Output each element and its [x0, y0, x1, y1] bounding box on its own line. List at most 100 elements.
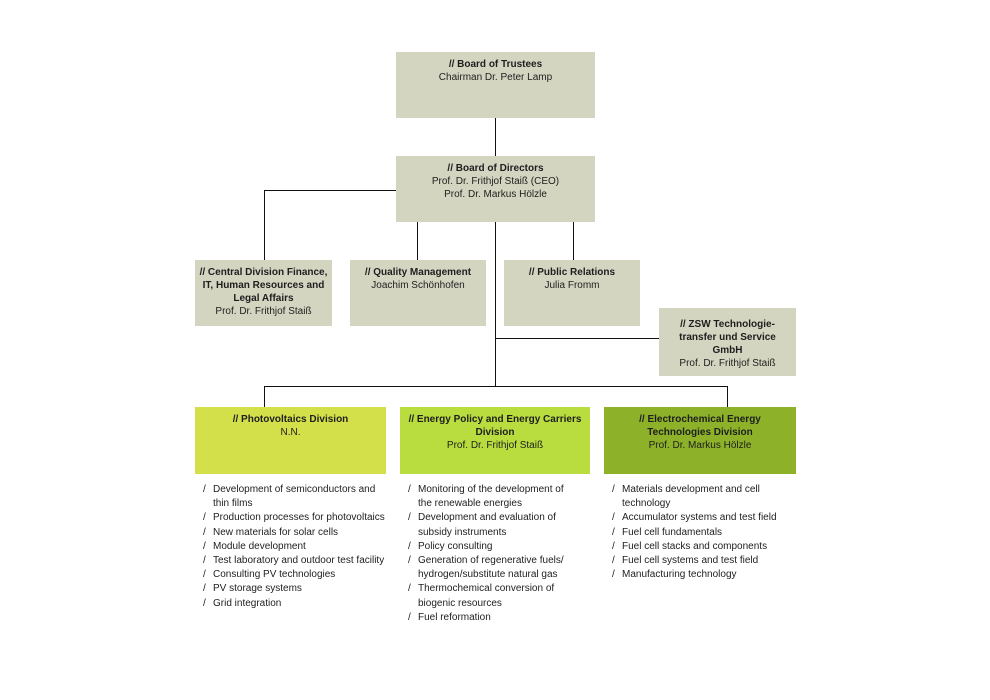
task-text: Fuel cell systems and test field	[622, 555, 759, 567]
task-text: New materials for solar cells	[213, 526, 339, 538]
electrochemical-task-list: / Materials development and cell technolo…	[612, 483, 787, 582]
connector-pr-v	[573, 222, 575, 260]
quality-management-box: // Quality Management Joachim Schönhofen	[350, 260, 486, 326]
public-relations-head: Julia Fromm	[544, 280, 600, 291]
task-item: / Module development	[203, 540, 393, 554]
task-item: / Thermochemical conversion of biogenic r…	[408, 582, 578, 610]
connector-zsw-h	[495, 338, 659, 340]
task-bullet-icon: /	[203, 555, 206, 567]
zsw-service-box: // ZSW Technologie-transfer und Service …	[659, 308, 796, 376]
task-item: / PV storage systems	[203, 582, 393, 596]
board-of-trustees-box: // Board of Trustees Chairman Dr. Peter …	[396, 52, 595, 118]
public-relations-title: // Public Relations	[528, 267, 616, 278]
connector-directors-main-trunk	[495, 222, 497, 387]
task-text: Thermochemical conversion of biogenic re…	[418, 583, 555, 609]
connector-quality-v	[417, 222, 419, 260]
task-text: Development and evaluation of subsidy in…	[418, 512, 556, 538]
task-item: / Consulting PV technologies	[203, 568, 393, 582]
task-item: / Fuel reformation	[408, 611, 578, 625]
task-bullet-icon: /	[203, 526, 206, 538]
task-bullet-icon: /	[612, 526, 615, 538]
task-text: Module development	[213, 540, 306, 552]
connector-trustees-directors	[495, 118, 497, 156]
board-of-directors-title: // Board of Directors	[447, 163, 544, 174]
board-of-trustees-title: // Board of Trustees	[448, 59, 543, 70]
task-bullet-icon: /	[203, 540, 206, 552]
task-item: / Development and evaluation of subsidy i…	[408, 511, 578, 539]
quality-management-head: Joachim Schönhofen	[371, 280, 465, 291]
connector-pv-v	[264, 386, 266, 407]
task-item: / New materials for solar cells	[203, 526, 393, 540]
task-bullet-icon: /	[203, 569, 206, 581]
task-item: / Fuel cell stacks and components	[612, 540, 787, 554]
task-text: Fuel reformation	[418, 611, 491, 623]
task-bullet-icon: /	[612, 540, 615, 552]
connector-directors-central-h	[264, 190, 396, 192]
task-bullet-icon: /	[612, 484, 615, 495]
task-text: Fuel cell stacks and components	[622, 540, 768, 552]
electrochemical-division-box: // Electrochemical Energy Technologies D…	[604, 407, 796, 474]
task-item: / Production processes for photovoltaics	[203, 511, 393, 525]
task-bullet-icon: /	[408, 611, 411, 623]
board-of-trustees-chairman: Chairman Dr. Peter Lamp	[438, 72, 553, 83]
task-text: Consulting PV technologies	[213, 569, 336, 581]
board-of-directors-box: // Board of Directors Prof. Dr. Frithjof…	[396, 156, 595, 222]
board-of-directors-person: Prof. Dr. Markus Hölzle	[444, 189, 547, 200]
photovoltaics-task-list: / Development of semiconductors and thin …	[203, 483, 393, 611]
connector-ec-v	[727, 386, 729, 407]
task-item: / Accumulator systems and test field	[612, 511, 787, 525]
task-item: /Fuel cell fundamentals	[612, 526, 787, 540]
connector-divisions-h	[264, 386, 728, 388]
task-text: PV storage systems	[213, 583, 302, 595]
task-item: / Fuel cell systems and test field	[612, 554, 787, 568]
task-text: Generation of regenerative fuels/ hydrog…	[418, 555, 564, 581]
connector-central-v	[264, 190, 266, 260]
task-item: / Monitoring of the development of the re…	[408, 483, 578, 511]
task-bullet-icon: /	[612, 512, 615, 524]
task-text: Accumulator systems and test field	[622, 512, 777, 524]
photovoltaics-division-head: N.N.	[280, 427, 301, 438]
task-bullet-icon: /	[408, 555, 411, 567]
task-bullet-icon: /	[203, 512, 206, 524]
public-relations-box: // Public Relations Julia Fromm	[504, 260, 640, 326]
energy-policy-division-box: // Energy Policy and Energy Carriers Div…	[400, 407, 590, 474]
task-bullet-icon: /	[408, 583, 411, 595]
task-text: Test laboratory and outdoor test facilit…	[213, 555, 385, 567]
task-item: / Policy consulting	[408, 540, 578, 554]
task-bullet-icon: /	[408, 540, 411, 552]
task-item: / Grid integration	[203, 597, 393, 611]
zsw-service-title: // ZSW Technologie-transfer und Service …	[679, 319, 776, 356]
task-bullet-icon: /	[408, 484, 411, 495]
energy-policy-task-list: / Monitoring of the development of the re…	[408, 483, 578, 625]
central-division-box: // Central Division Finance, IT, Human R…	[195, 260, 332, 326]
task-item: / Test laboratory and outdoor test facili…	[203, 554, 393, 568]
task-bullet-icon: /	[408, 512, 411, 524]
task-text: Monitoring of the development of the ren…	[418, 484, 564, 510]
central-division-title: // Central Division Finance, IT, Human R…	[199, 267, 328, 304]
task-bullet-icon: /	[203, 597, 206, 609]
task-item: / Development of semiconductors and thin …	[203, 483, 393, 511]
energy-policy-division-title: // Energy Policy and Energy Carriers Div…	[408, 414, 582, 438]
task-text: Policy consulting	[418, 540, 493, 552]
central-division-head: Prof. Dr. Frithjof Staiß	[215, 306, 312, 317]
electrochemical-division-head: Prof. Dr. Markus Hölzle	[648, 440, 752, 451]
task-item: / Materials development and cell technolo…	[612, 483, 787, 511]
task-text: Production processes for photovoltaics	[213, 512, 385, 524]
electrochemical-division-title: // Electrochemical Energy Technologies D…	[639, 414, 761, 438]
task-bullet-icon: /	[612, 569, 615, 581]
task-text: Manufacturing technology	[622, 569, 737, 581]
photovoltaics-division-title: // Photovoltaics Division	[232, 414, 349, 425]
photovoltaics-division-box: // Photovoltaics Division N.N.	[195, 407, 386, 474]
board-of-directors-person: Prof. Dr. Frithjof Staiß (CEO)	[431, 176, 560, 187]
task-item: / Manufacturing technology	[612, 568, 787, 582]
task-bullet-icon: /	[203, 583, 206, 595]
zsw-service-head: Prof. Dr. Frithjof Staiß	[679, 358, 776, 369]
task-bullet-icon: /	[203, 484, 206, 495]
quality-management-title: // Quality Management	[364, 267, 472, 278]
task-item: / Generation of regenerative fuels/ hydro…	[408, 554, 578, 582]
task-bullet-icon: /	[612, 555, 615, 567]
task-text: Development of semiconductors and thin f…	[213, 484, 376, 510]
task-text: Grid integration	[213, 597, 282, 609]
task-text: Materials development and cell technolog…	[622, 484, 760, 510]
energy-policy-division-head: Prof. Dr. Frithjof Staiß	[446, 440, 544, 451]
